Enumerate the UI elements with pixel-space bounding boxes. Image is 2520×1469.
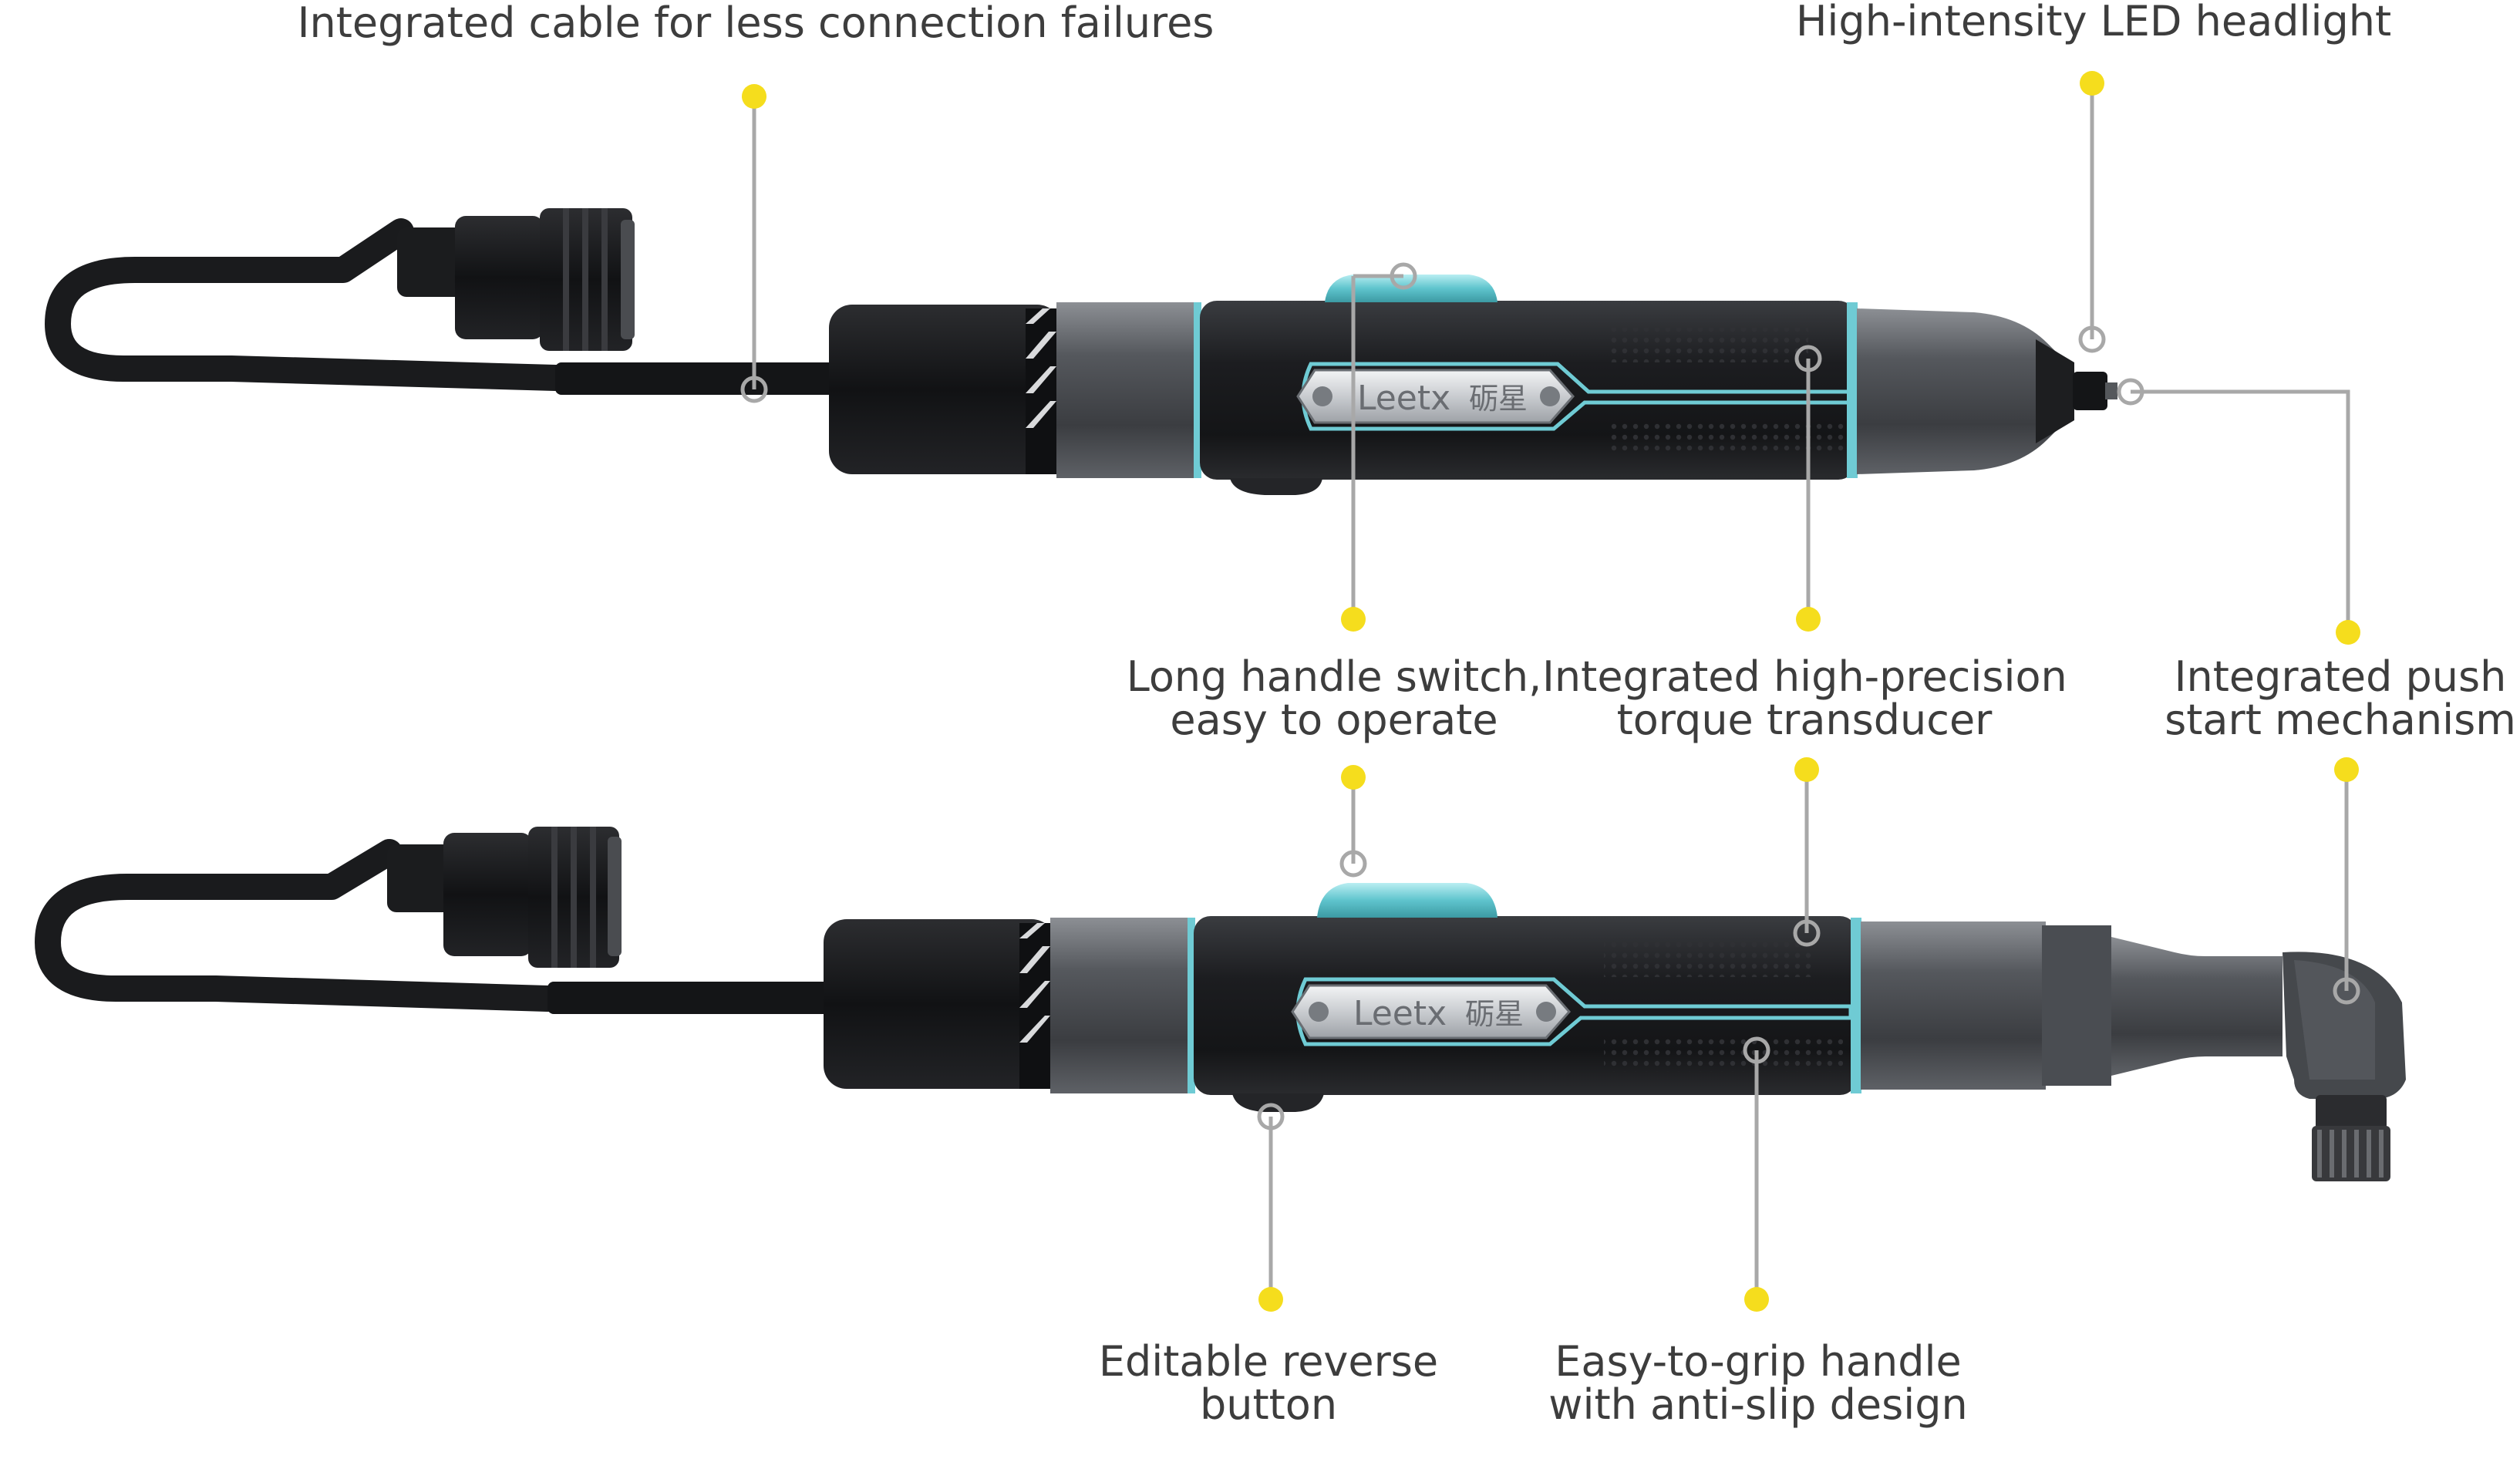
label-reverse-button: Editable reverse button bbox=[1068, 1340, 1469, 1427]
brand-logo-cjk: 砺星 bbox=[1469, 382, 1528, 416]
label-push-start: Integrated push start mechanism bbox=[2163, 655, 2518, 742]
label-integrated-cable: Integrated cable for less connection fai… bbox=[278, 2, 1234, 45]
callout-switch-marker bbox=[1341, 262, 1417, 632]
cable-connector bbox=[397, 208, 635, 351]
trigger-switch bbox=[1317, 883, 1498, 918]
brand-plate: Leetx 砺星 bbox=[1296, 369, 1575, 424]
label-line: button bbox=[1199, 1380, 1338, 1429]
callout-led-marker bbox=[2078, 71, 2106, 353]
label-line: Easy-to-grip handle bbox=[1555, 1337, 1962, 1386]
label-line: Editable reverse bbox=[1098, 1337, 1439, 1386]
cable-connector bbox=[387, 827, 622, 968]
brand-logo-cjk: 砺星 bbox=[1465, 997, 1524, 1031]
label-line: with anti-slip design bbox=[1548, 1380, 1968, 1429]
label-line: start mechanism bbox=[2165, 696, 2516, 744]
angle-screwdriver: Leetx 砺星 bbox=[35, 827, 2406, 1181]
callout-cable-marker bbox=[740, 84, 768, 403]
label-led-headlight: High-intensity LED headlight bbox=[1766, 0, 2421, 43]
brand-logo: Leetx bbox=[1357, 379, 1450, 418]
label-handle-switch: Long handle switch, easy to operate bbox=[1110, 655, 1558, 742]
callout-push-start-lower-marker bbox=[2333, 757, 2360, 1005]
label-line: easy to operate bbox=[1170, 696, 1498, 744]
callout-switch-lower-marker bbox=[1339, 765, 1367, 878]
callout-transducer-marker bbox=[1794, 345, 1822, 632]
brand-plate: Leetx 砺星 bbox=[1291, 984, 1572, 1039]
brand-logo: Leetx bbox=[1353, 994, 1447, 1033]
label-line: Integrated cable for less connection fai… bbox=[297, 0, 1215, 47]
reverse-button bbox=[1230, 478, 1322, 495]
reverse-button bbox=[1232, 1093, 1324, 1112]
cable bbox=[35, 839, 838, 1012]
label-line: High-intensity LED headlight bbox=[1795, 0, 2392, 45]
callout-reverse-marker bbox=[1257, 1103, 1285, 1312]
callout-grip-marker bbox=[1743, 1036, 1770, 1312]
label-line: Integrated push bbox=[2174, 652, 2507, 701]
cable bbox=[45, 218, 846, 391]
trigger-switch bbox=[1325, 275, 1498, 302]
label-line: Integrated high-precision bbox=[1542, 652, 2067, 701]
label-torque-transducer: Integrated high-precision torque transdu… bbox=[1542, 655, 2067, 742]
callout-transducer-lower-marker bbox=[1793, 757, 1821, 947]
label-line: Long handle switch, bbox=[1126, 652, 1542, 701]
label-line: torque transducer bbox=[1616, 696, 1993, 744]
callout-push-start-top-marker bbox=[2117, 378, 2360, 645]
label-anti-slip-grip: Easy-to-grip handle with anti-slip desig… bbox=[1511, 1340, 2005, 1427]
inline-screwdriver: Leetx 砺星 bbox=[45, 208, 2117, 495]
